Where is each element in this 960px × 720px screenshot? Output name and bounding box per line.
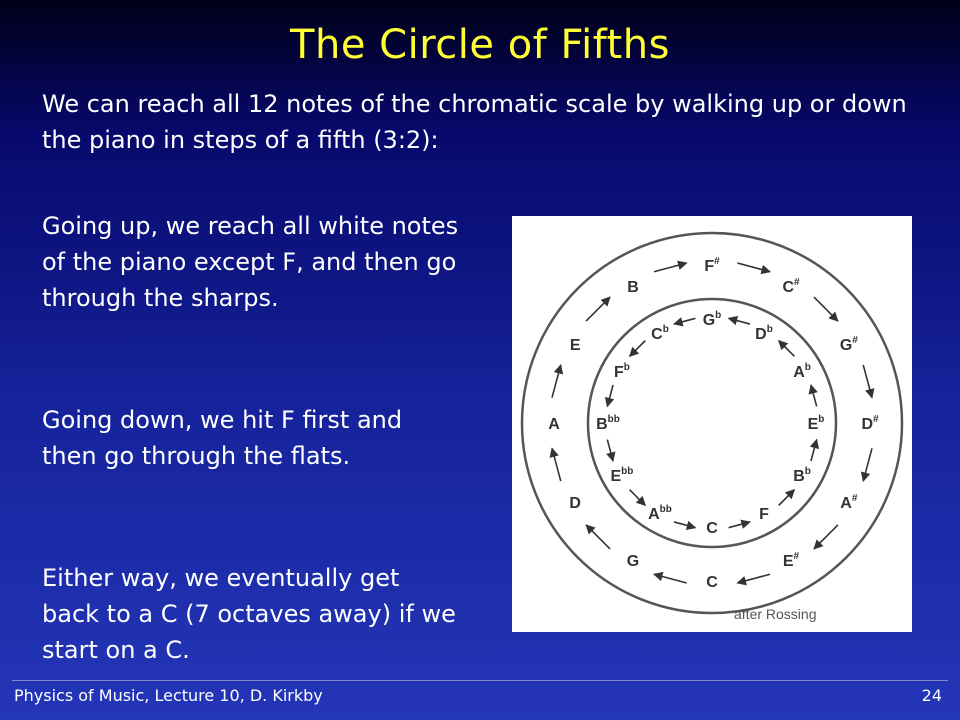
outer-arrow bbox=[813, 524, 839, 550]
outer-arrow bbox=[653, 260, 688, 273]
inner-arrow bbox=[728, 519, 751, 529]
inner-arrow bbox=[673, 520, 697, 531]
inner-note-f: F bbox=[759, 506, 769, 523]
outer-arrow bbox=[736, 573, 771, 586]
outer-note-c: C bbox=[706, 574, 718, 591]
outer-note-f-sharp: F# bbox=[704, 256, 720, 275]
outer-arrow bbox=[653, 571, 687, 584]
intro-text: We can reach all 12 notes of the chromat… bbox=[42, 90, 907, 154]
outer-arrow bbox=[585, 296, 611, 322]
inner-arrow bbox=[778, 339, 795, 357]
inner-note-e-double-flat: Ebb bbox=[610, 466, 633, 485]
slide-title: The Circle of Fifths bbox=[290, 22, 670, 68]
outer-note-b: B bbox=[627, 279, 639, 296]
outer-arrow bbox=[862, 364, 875, 399]
inner-ring bbox=[586, 297, 838, 549]
inner-note-c-flat: Cb bbox=[651, 324, 669, 343]
inner-arrow bbox=[628, 340, 646, 357]
inner-arrow bbox=[629, 489, 646, 507]
outer-note-d: D bbox=[569, 495, 581, 512]
outer-note-e-sharp: E# bbox=[783, 551, 800, 570]
inner-arrow bbox=[808, 384, 818, 407]
outer-note-g-sharp: G# bbox=[840, 335, 858, 354]
paragraph-either-way: Either way, we eventually get back to a … bbox=[42, 564, 456, 664]
outer-arrow bbox=[585, 524, 611, 550]
inner-arrow bbox=[778, 489, 796, 506]
outer-note-a-sharp: A# bbox=[840, 493, 858, 512]
footer-divider bbox=[12, 680, 948, 681]
outer-note-a: A bbox=[548, 416, 560, 433]
outer-arrow bbox=[737, 262, 771, 275]
inner-arrow bbox=[809, 438, 820, 462]
footer-course: Physics of Music, Lecture 10, D. Kirkby bbox=[14, 686, 323, 705]
inner-note-a-flat: Ab bbox=[793, 362, 811, 381]
page-number: 24 bbox=[921, 686, 942, 705]
inner-note-d-flat: Db bbox=[755, 324, 773, 343]
outer-note-d-sharp: D# bbox=[861, 414, 879, 433]
inner-arrow bbox=[673, 317, 696, 327]
outer-arrow bbox=[551, 364, 564, 398]
inner-note-e-flat: Eb bbox=[808, 414, 825, 433]
inner-note-c: C bbox=[706, 520, 718, 537]
paragraph-going-up: Going up, we reach all white notes of th… bbox=[42, 212, 459, 312]
circle-of-fifths-diagram: C G D A E B F# C# G# D# A# E# C Abb Ebb Bbb Fb Cb GbDbAbE… bbox=[520, 231, 904, 622]
inner-note-b-flat: Bb bbox=[793, 466, 811, 485]
outer-arrow bbox=[813, 296, 839, 322]
outer-arrow bbox=[860, 448, 873, 482]
outer-ring bbox=[520, 231, 904, 615]
outer-note-g: G bbox=[627, 553, 639, 570]
inner-arrow bbox=[727, 315, 751, 326]
outer-arrow bbox=[549, 447, 562, 482]
outer-note-e: E bbox=[570, 337, 581, 354]
inner-note-g-flat: Gb bbox=[703, 310, 722, 329]
outer-note-c-sharp: C# bbox=[782, 277, 800, 296]
inner-note-a-double-flat: Abb bbox=[648, 504, 672, 523]
figure-credit: after Rossing bbox=[734, 606, 816, 622]
paragraph-going-down: Going down, we hit F first and then go t… bbox=[42, 406, 403, 470]
inner-note-f-flat: Fb bbox=[614, 362, 630, 381]
inner-note-b-double-flat: Bbb bbox=[596, 414, 620, 433]
inner-arrow bbox=[604, 384, 615, 408]
inner-arrow bbox=[606, 439, 616, 462]
